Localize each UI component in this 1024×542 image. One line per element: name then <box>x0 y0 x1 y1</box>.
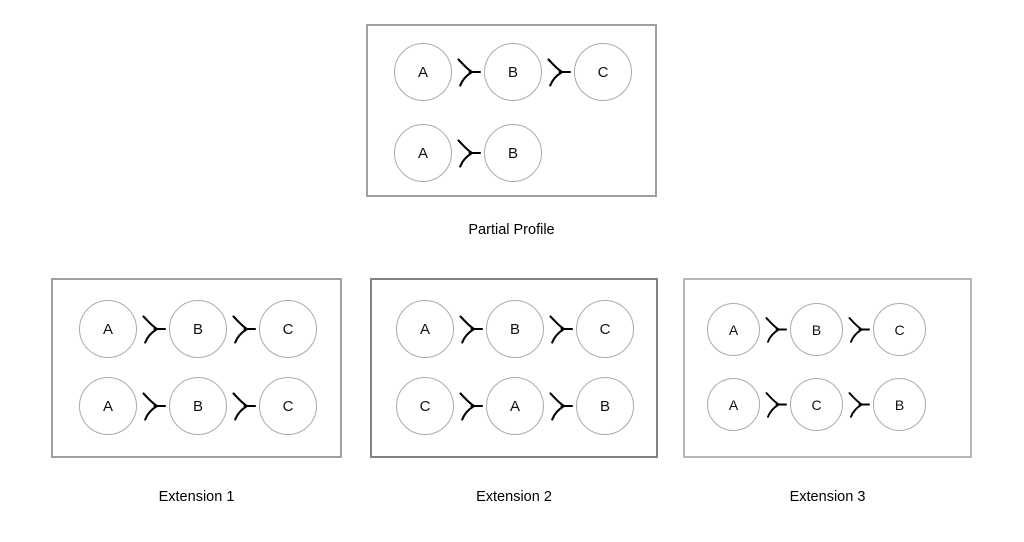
alternative-label: A <box>102 397 113 415</box>
alternative-node[interactable]: B <box>169 377 227 435</box>
alternative-label: B <box>192 397 203 415</box>
preference-row: A B C <box>394 43 632 101</box>
alternative-label: C <box>282 320 294 338</box>
alternative-node[interactable]: B <box>873 378 926 431</box>
succeeds-connector-icon <box>765 317 787 343</box>
succeeds-connector-icon <box>549 392 574 421</box>
alternative-label: B <box>509 320 520 338</box>
alternative-label: A <box>102 320 113 338</box>
alternative-label: A <box>728 321 739 338</box>
preference-row: A B C <box>79 377 317 435</box>
alternative-label: B <box>192 320 203 338</box>
alternative-label: C <box>894 321 905 338</box>
succeeds-connector-icon <box>549 315 574 344</box>
panel-caption-extension-3: Extension 3 <box>789 489 866 505</box>
alternative-node[interactable]: B <box>484 124 542 182</box>
succeeds-connector-icon <box>848 317 870 343</box>
alternative-label: B <box>811 321 822 338</box>
succeeds-connector-icon <box>457 58 482 87</box>
alternative-node[interactable]: A <box>707 303 760 356</box>
preference-row: A B C <box>79 300 317 358</box>
alternative-label: A <box>728 396 739 413</box>
alternative-node[interactable]: B <box>169 300 227 358</box>
succeeds-connector-icon <box>457 139 482 168</box>
alternative-node[interactable]: B <box>484 43 542 101</box>
alternative-node[interactable]: B <box>576 377 634 435</box>
alternative-label: A <box>417 144 428 162</box>
succeeds-connector-icon <box>547 58 572 87</box>
alternative-label: A <box>419 320 430 338</box>
panel-caption-partial-profile: Partial Profile <box>468 222 555 238</box>
alternative-node[interactable]: C <box>574 43 632 101</box>
alternative-label: A <box>509 397 520 415</box>
preference-row: A B C <box>396 300 634 358</box>
alternative-label: A <box>417 63 428 81</box>
succeeds-connector-icon <box>142 392 167 421</box>
alternative-node[interactable]: C <box>259 377 317 435</box>
alternative-label: C <box>599 320 611 338</box>
succeeds-connector-icon <box>232 392 257 421</box>
alternative-label: B <box>894 396 905 413</box>
alternative-node[interactable]: B <box>486 300 544 358</box>
succeeds-connector-icon <box>459 315 484 344</box>
alternative-label: B <box>507 144 518 162</box>
alternative-label: C <box>811 396 822 413</box>
alternative-node[interactable]: C <box>873 303 926 356</box>
alternative-node[interactable]: A <box>396 300 454 358</box>
alternative-node[interactable]: B <box>790 303 843 356</box>
alternative-label: C <box>597 63 609 81</box>
alternative-node[interactable]: C <box>790 378 843 431</box>
alternative-label: B <box>507 63 518 81</box>
alternative-label: C <box>419 397 431 415</box>
alternative-node[interactable]: A <box>707 378 760 431</box>
alternative-node[interactable]: C <box>259 300 317 358</box>
succeeds-connector-icon <box>848 392 870 418</box>
panel-caption-extension-2: Extension 2 <box>476 489 552 505</box>
alternative-node[interactable]: A <box>79 300 137 358</box>
succeeds-connector-icon <box>459 392 484 421</box>
preference-row: A B C <box>707 303 926 356</box>
alternative-label: C <box>282 397 294 415</box>
alternative-node[interactable]: C <box>396 377 454 435</box>
succeeds-connector-icon <box>142 315 167 344</box>
alternative-node[interactable]: A <box>486 377 544 435</box>
succeeds-connector-icon <box>765 392 787 418</box>
alternative-label: B <box>599 397 610 415</box>
panel-caption-extension-1: Extension 1 <box>158 489 235 505</box>
alternative-node[interactable]: A <box>394 43 452 101</box>
alternative-node[interactable]: A <box>394 124 452 182</box>
alternative-node[interactable]: C <box>576 300 634 358</box>
alternative-node[interactable]: A <box>79 377 137 435</box>
succeeds-connector-icon <box>232 315 257 344</box>
